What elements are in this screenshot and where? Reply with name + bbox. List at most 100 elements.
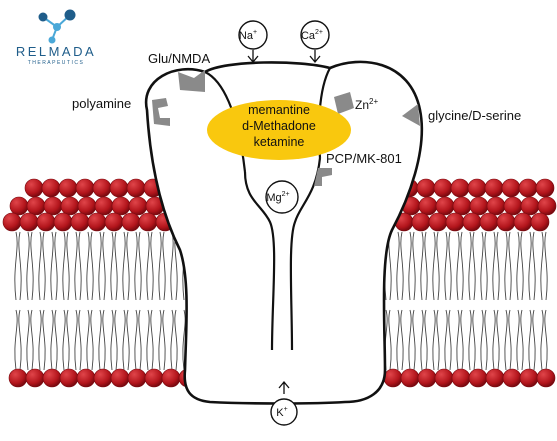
lipid-head xyxy=(75,178,95,198)
lipid-head xyxy=(19,212,39,232)
logo-tagline: THERAPEUTICS xyxy=(28,60,85,66)
lipid-head xyxy=(77,196,97,216)
lipid-head xyxy=(503,196,523,216)
lipid-head xyxy=(59,368,79,388)
logo-wordmark: RELMADA xyxy=(16,44,96,59)
lipid-head xyxy=(501,178,521,198)
lipid-head xyxy=(58,178,78,198)
lipid-tail xyxy=(456,231,460,301)
lipid-head xyxy=(484,178,504,198)
lipid-head xyxy=(535,178,555,198)
lipid-tail xyxy=(138,231,142,301)
lipid-head xyxy=(486,196,506,216)
lipid-tail xyxy=(134,309,138,371)
lipid-tail xyxy=(66,231,70,301)
lipid-tail xyxy=(126,231,130,301)
lipid-tail xyxy=(30,309,34,371)
potassium-charge: + xyxy=(284,406,288,413)
lipid-tail xyxy=(102,231,106,301)
glycine-site xyxy=(402,104,420,126)
lipid-tail xyxy=(520,231,524,301)
lipid-head xyxy=(121,212,141,232)
drug-line-memantine: memantine xyxy=(248,103,310,117)
lipid-tail xyxy=(110,231,114,301)
lipid-tail xyxy=(540,309,544,371)
lipid-head xyxy=(127,368,147,388)
lipid-tail xyxy=(424,231,428,301)
lipid-tail xyxy=(396,309,400,371)
lipid-tail xyxy=(484,309,488,371)
lipid-tail xyxy=(78,231,82,301)
calcium-charge: 2+ xyxy=(315,29,323,36)
lipid-tail xyxy=(162,231,166,301)
lipid-head xyxy=(452,196,472,216)
lipid-tail xyxy=(400,309,404,371)
lipid-head xyxy=(76,368,96,388)
lipid-tail xyxy=(126,309,130,371)
lipid-tail xyxy=(480,309,484,371)
lipid-head xyxy=(53,212,73,232)
potassium-arrow-icon xyxy=(278,380,290,394)
molecule-icon xyxy=(38,9,76,44)
lipid-head xyxy=(434,368,454,388)
lipid-head xyxy=(110,368,130,388)
lipid-tail xyxy=(54,309,58,371)
lipid-tail xyxy=(50,309,54,371)
lipid-head xyxy=(418,196,438,216)
lipid-head xyxy=(25,368,45,388)
ion-channel-pore xyxy=(243,157,322,351)
lipid-head xyxy=(26,196,46,216)
lipid-tail xyxy=(496,309,500,371)
lipid-tail xyxy=(532,309,536,371)
lipid-tail xyxy=(54,231,58,301)
lipid-head xyxy=(519,368,539,388)
drug-line-ketamine: ketamine xyxy=(254,135,305,149)
lipid-tail xyxy=(146,231,150,301)
svg-text:Ca2+: Ca2+ xyxy=(301,29,323,42)
lipid-tail xyxy=(460,309,464,371)
lipid-tail xyxy=(102,309,106,371)
lipid-tail xyxy=(114,231,118,301)
lipid-tail xyxy=(134,231,138,301)
lipid-head xyxy=(9,196,29,216)
lipid-tail xyxy=(42,309,46,371)
lipid-head xyxy=(502,368,522,388)
lipid-head xyxy=(479,212,499,232)
pcp-label: PCP/MK-801 xyxy=(326,151,402,166)
lipid-tail xyxy=(412,231,416,301)
lipid-tail xyxy=(472,231,476,301)
lipid-tail xyxy=(412,309,416,371)
lipid-tail xyxy=(460,231,464,301)
lipid-head xyxy=(161,368,181,388)
lipid-tail xyxy=(26,231,30,301)
magnesium-symbol: Mg xyxy=(266,192,281,204)
lipid-head xyxy=(467,178,487,198)
zinc-symbol: Zn xyxy=(355,98,369,112)
lipid-head xyxy=(70,212,90,232)
lipid-head xyxy=(520,196,540,216)
drug-line-d-methadone: d-Methadone xyxy=(242,119,316,133)
magnesium-charge: 2+ xyxy=(282,191,290,198)
lipid-head xyxy=(2,212,22,232)
calcium-ion: Ca2+ xyxy=(300,20,330,64)
lipid-tail xyxy=(86,231,90,301)
glu-nmda-site xyxy=(178,70,205,92)
lipid-tail xyxy=(448,309,452,371)
lipid-head xyxy=(428,212,448,232)
lipid-head xyxy=(468,368,488,388)
lipid-head xyxy=(94,196,114,216)
nmda-receptor-body xyxy=(144,60,424,405)
lipid-tail xyxy=(540,231,544,301)
lipid-head xyxy=(138,212,158,232)
lipid-tail xyxy=(468,309,472,371)
lipid-tail xyxy=(420,231,424,301)
lipid-tail xyxy=(30,231,34,301)
lipid-tail xyxy=(432,231,436,301)
lipid-tail xyxy=(528,309,532,371)
svg-text:K+: K+ xyxy=(276,406,287,419)
lipid-tail xyxy=(444,309,448,371)
lipid-tail xyxy=(516,231,520,301)
lipid-head xyxy=(383,368,403,388)
zinc-site xyxy=(334,92,354,114)
lipid-tail xyxy=(14,309,18,371)
